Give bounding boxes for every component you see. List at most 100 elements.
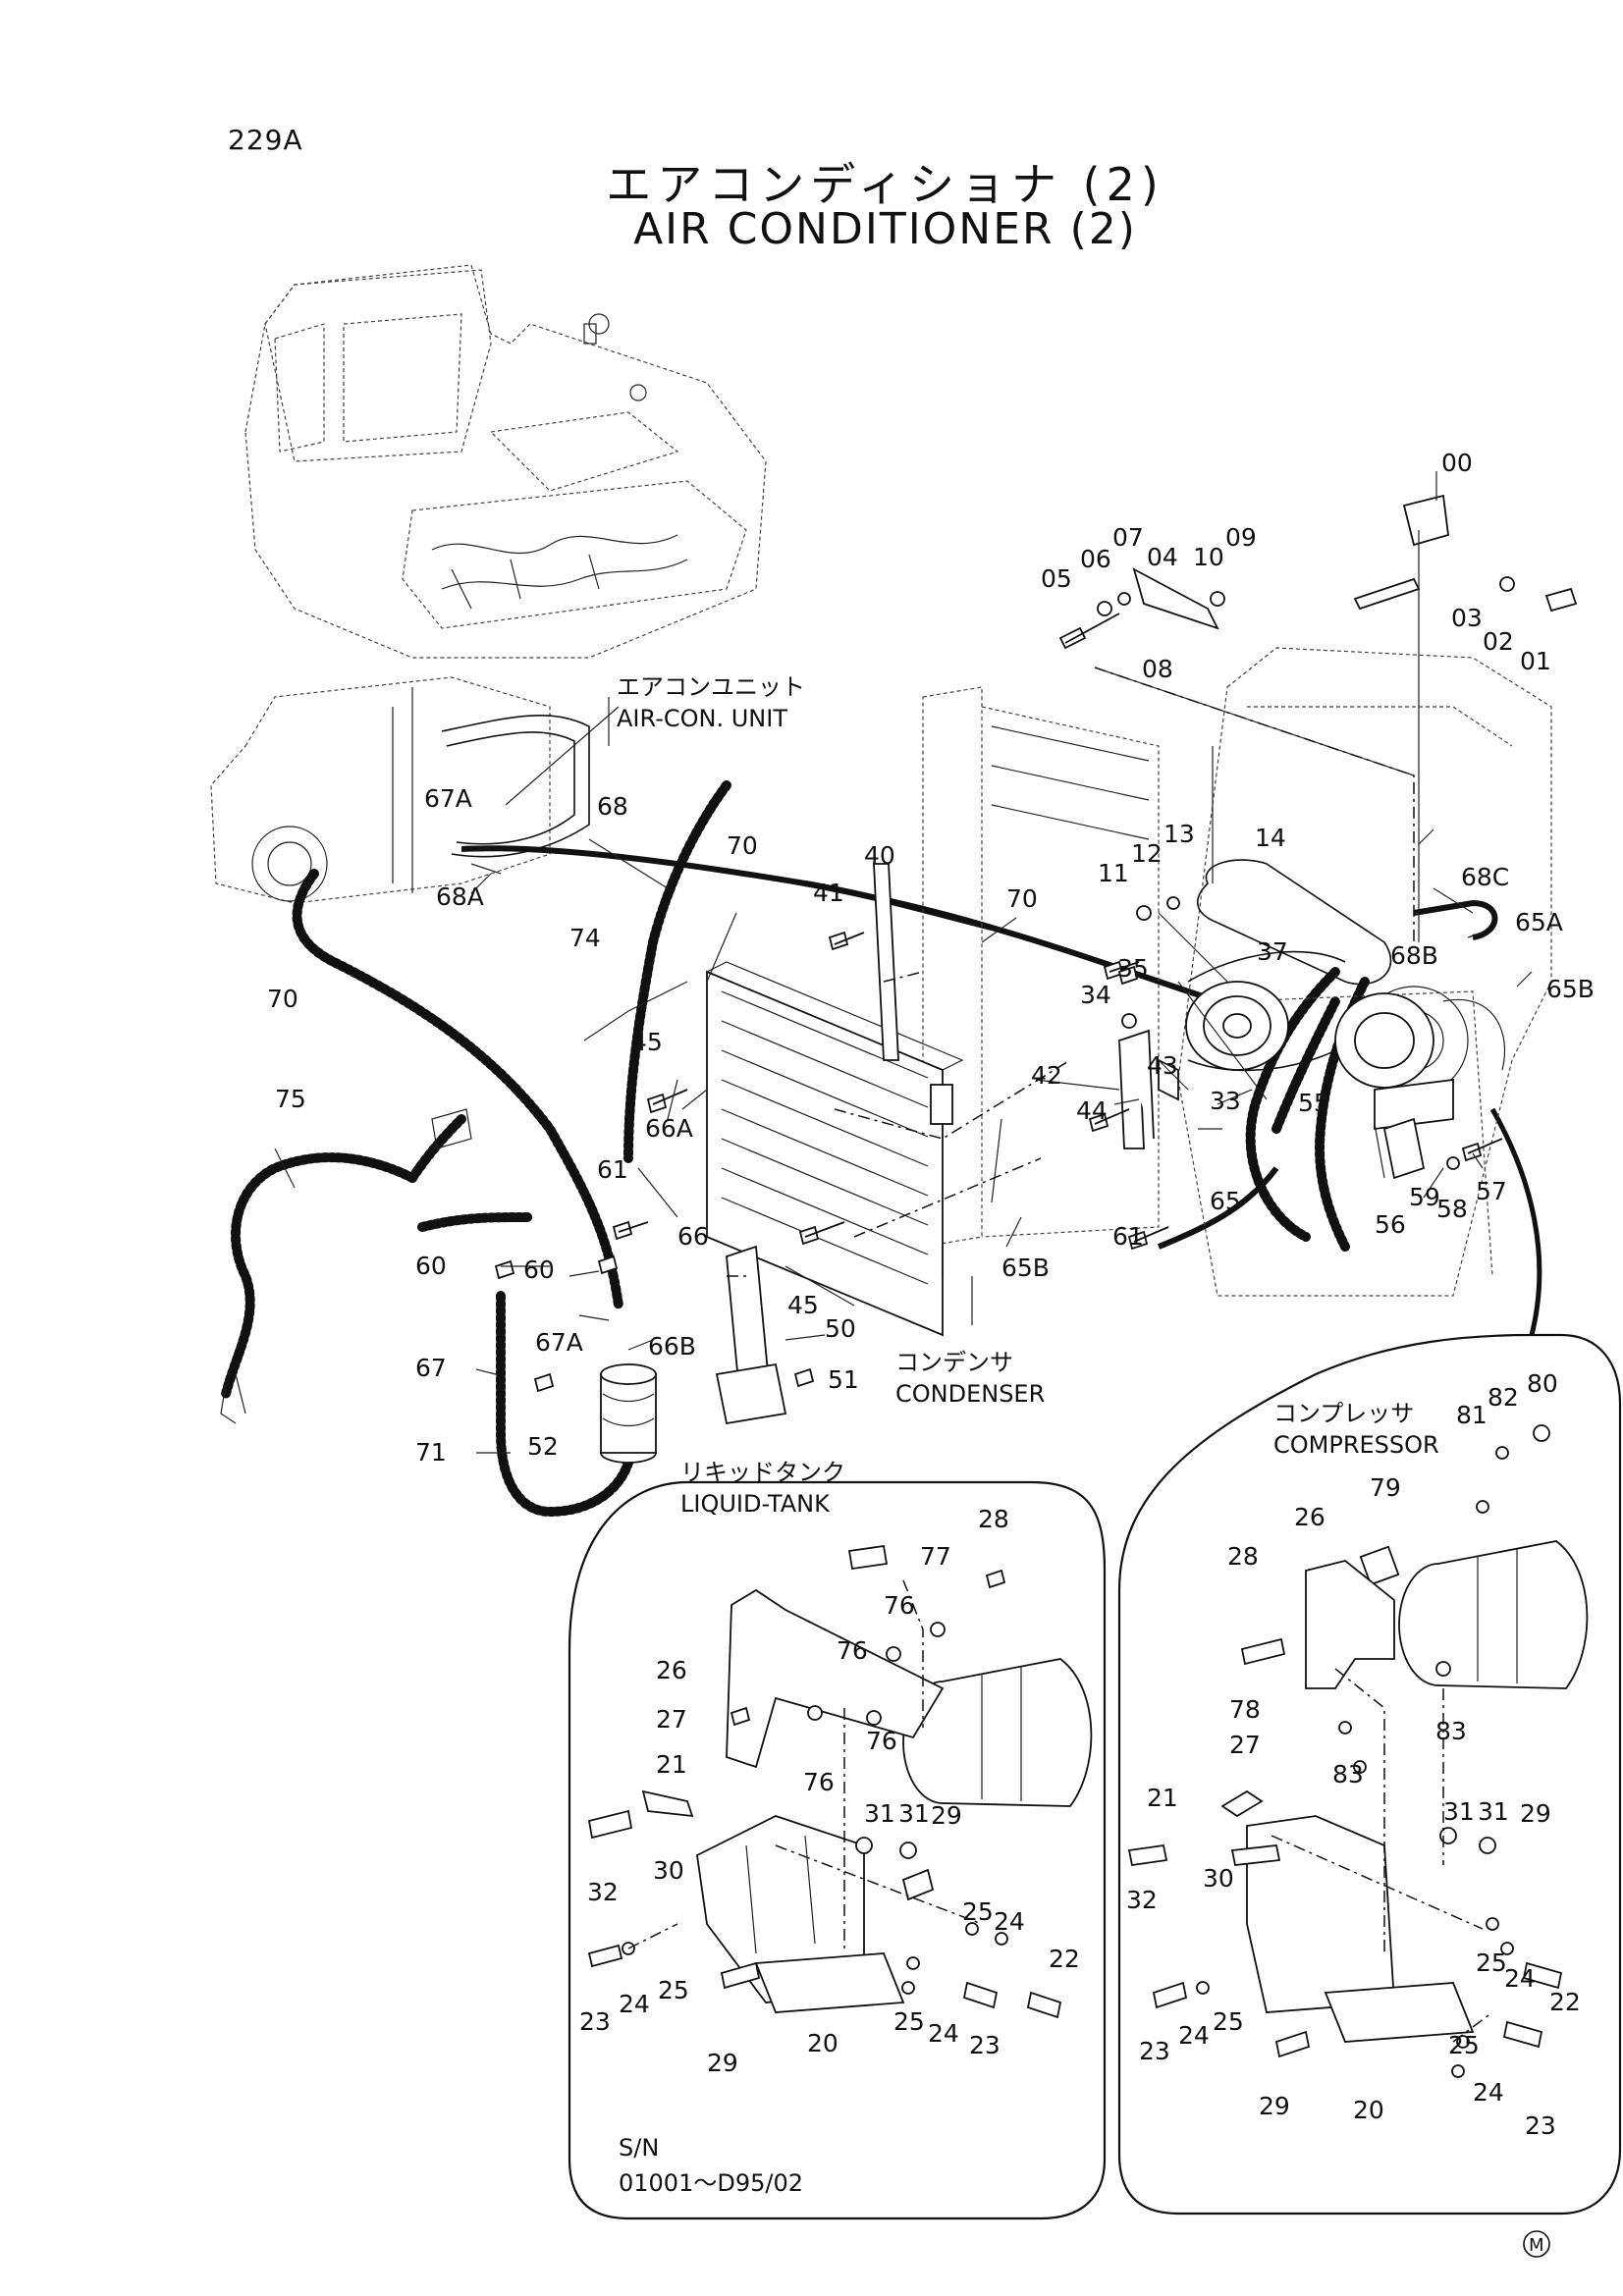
inset-right-callout-83-a: 83 [1435,1717,1467,1745]
inset-right-callout-31-b: 31 [1478,1797,1509,1826]
callout-65b-a: 65B [1546,975,1595,1003]
label-condenser-en: CONDENSER [895,1380,1045,1408]
inset-left-callout-76-c: 76 [866,1727,897,1755]
callouts-inset-right: 80 82 81 79 26 28 78 27 83 83 21 31 31 2… [1126,1369,1581,2140]
inset-right-callout-25-b: 25 [1213,2007,1244,2036]
inset-right-callout-81: 81 [1456,1401,1488,1429]
callout-57: 57 [1476,1177,1507,1205]
label-liquid-tank-en: LIQUID-TANK [680,1490,831,1518]
callout-11: 11 [1098,859,1129,887]
inset-left-callout-24-b: 24 [619,1990,650,2018]
callouts-inset-left: 77 28 76 76 76 26 27 21 76 31 31 29 32 3… [579,1505,1080,2077]
callout-74: 74 [569,924,601,952]
condenser-drawing [706,961,964,1337]
callout-44: 44 [1076,1096,1108,1125]
inset-left-callout-30: 30 [653,1856,684,1885]
callout-66b: 66B [648,1332,696,1361]
callout-34: 34 [1080,981,1111,1009]
drive-belt-and-pulleys [1185,859,1454,1131]
callout-07: 07 [1112,523,1144,552]
title-japanese: エアコンディショナ (2) [606,158,1164,211]
inset-right-callout-80: 80 [1527,1369,1558,1398]
callouts-main: 00 01 02 03 04 05 06 07 08 09 10 11 12 1… [267,449,1595,1467]
callout-52: 52 [527,1432,559,1461]
title-english: AIR CONDITIONER (2) [633,204,1137,254]
callout-70-b: 70 [727,831,758,860]
callout-35: 35 [1117,954,1149,983]
label-air-con-unit-ja: エアコンユニット [617,673,805,701]
inset-right-callout-23-a: 23 [1139,2037,1170,2065]
inset-left-callout-29-a: 29 [931,1801,962,1830]
inset-left-callout-23-a: 23 [579,2007,611,2036]
callout-03: 03 [1451,604,1483,632]
bolt-glyphs [494,576,1578,1393]
label-compressor-ja: コンプレッサ [1273,1400,1414,1427]
page-number: 229A [228,124,303,156]
callout-40: 40 [864,841,895,870]
inset-right-callout-29-b: 29 [1259,2092,1290,2120]
callout-51: 51 [828,1365,859,1394]
callout-50: 50 [825,1314,856,1343]
inset-right-callout-27: 27 [1229,1731,1261,1759]
callout-10: 10 [1193,543,1224,571]
inset-right-callout-24-a: 24 [1504,1964,1536,1993]
callout-45-b: 45 [787,1291,819,1319]
callout-66a: 66A [645,1114,693,1143]
inset-left-panel [568,1480,1107,2220]
inset-left-callout-23-b: 23 [969,2031,1001,2059]
callout-70-c: 70 [1006,884,1038,913]
callout-06: 06 [1080,545,1111,573]
label-liquid-tank-ja: リキッドタンク [680,1459,845,1486]
callout-05: 05 [1041,564,1072,593]
inset-right-callout-25-c: 25 [1448,2031,1480,2059]
inset-left-callout-76-a: 76 [884,1591,915,1620]
callout-65: 65 [1210,1187,1241,1215]
manufacturer-mark: M [1529,2235,1544,2256]
inset-right-callout-25-a: 25 [1476,1949,1507,1977]
leader-lines [274,471,1533,1454]
callout-09: 09 [1225,523,1257,552]
inset-left-callout-32: 32 [587,1878,619,1906]
inset-left-callout-76-b: 76 [837,1636,868,1665]
callout-04: 04 [1147,543,1178,571]
callout-55: 55 [1298,1089,1329,1117]
liquid-tank-drawing [600,1363,657,1464]
brackets [715,494,1449,1425]
inset-right-callout-82: 82 [1488,1383,1519,1412]
callout-13: 13 [1163,820,1195,848]
callout-68b: 68B [1390,941,1438,970]
callout-08: 08 [1142,655,1173,683]
callout-67a-a: 67A [424,784,472,813]
inset-right-callout-31-a: 31 [1443,1797,1475,1826]
callout-61-b: 61 [1112,1222,1144,1251]
callout-60-a: 60 [415,1252,447,1280]
inset-left-callout-25-b: 25 [658,1976,689,2004]
inset-left-callout-24-a: 24 [994,1907,1025,1936]
inset-right-callout-78: 78 [1229,1695,1261,1724]
callout-02: 02 [1483,627,1514,656]
inset-left-callout-25-a: 25 [962,1897,994,1926]
air-con-unit-drawing [210,676,590,904]
callout-60-b: 60 [523,1255,555,1284]
inset-left-callout-21: 21 [656,1750,687,1779]
serial-range: 01001～D95/02 [619,2169,803,2197]
inset-left-callout-25-c: 25 [893,2007,925,2036]
inset-left-callout-31-a: 31 [864,1799,895,1828]
excavator-overview [244,264,767,659]
serial-label: S/N [619,2134,659,2162]
callout-65b-b: 65B [1001,1254,1050,1282]
callout-68c: 68C [1461,863,1509,891]
callout-66: 66 [677,1222,709,1251]
callout-56: 56 [1375,1210,1406,1239]
callout-01: 01 [1520,647,1551,675]
callout-61-a: 61 [597,1155,628,1184]
callout-58: 58 [1436,1195,1468,1223]
callout-37: 37 [1257,937,1288,966]
inset-left-callout-27: 27 [656,1705,687,1734]
callout-71: 71 [415,1438,447,1467]
inset-left-callout-24-c: 24 [928,2019,959,2048]
inset-right-callout-21: 21 [1147,1784,1178,1812]
inset-left-callout-29-b: 29 [707,2049,738,2077]
